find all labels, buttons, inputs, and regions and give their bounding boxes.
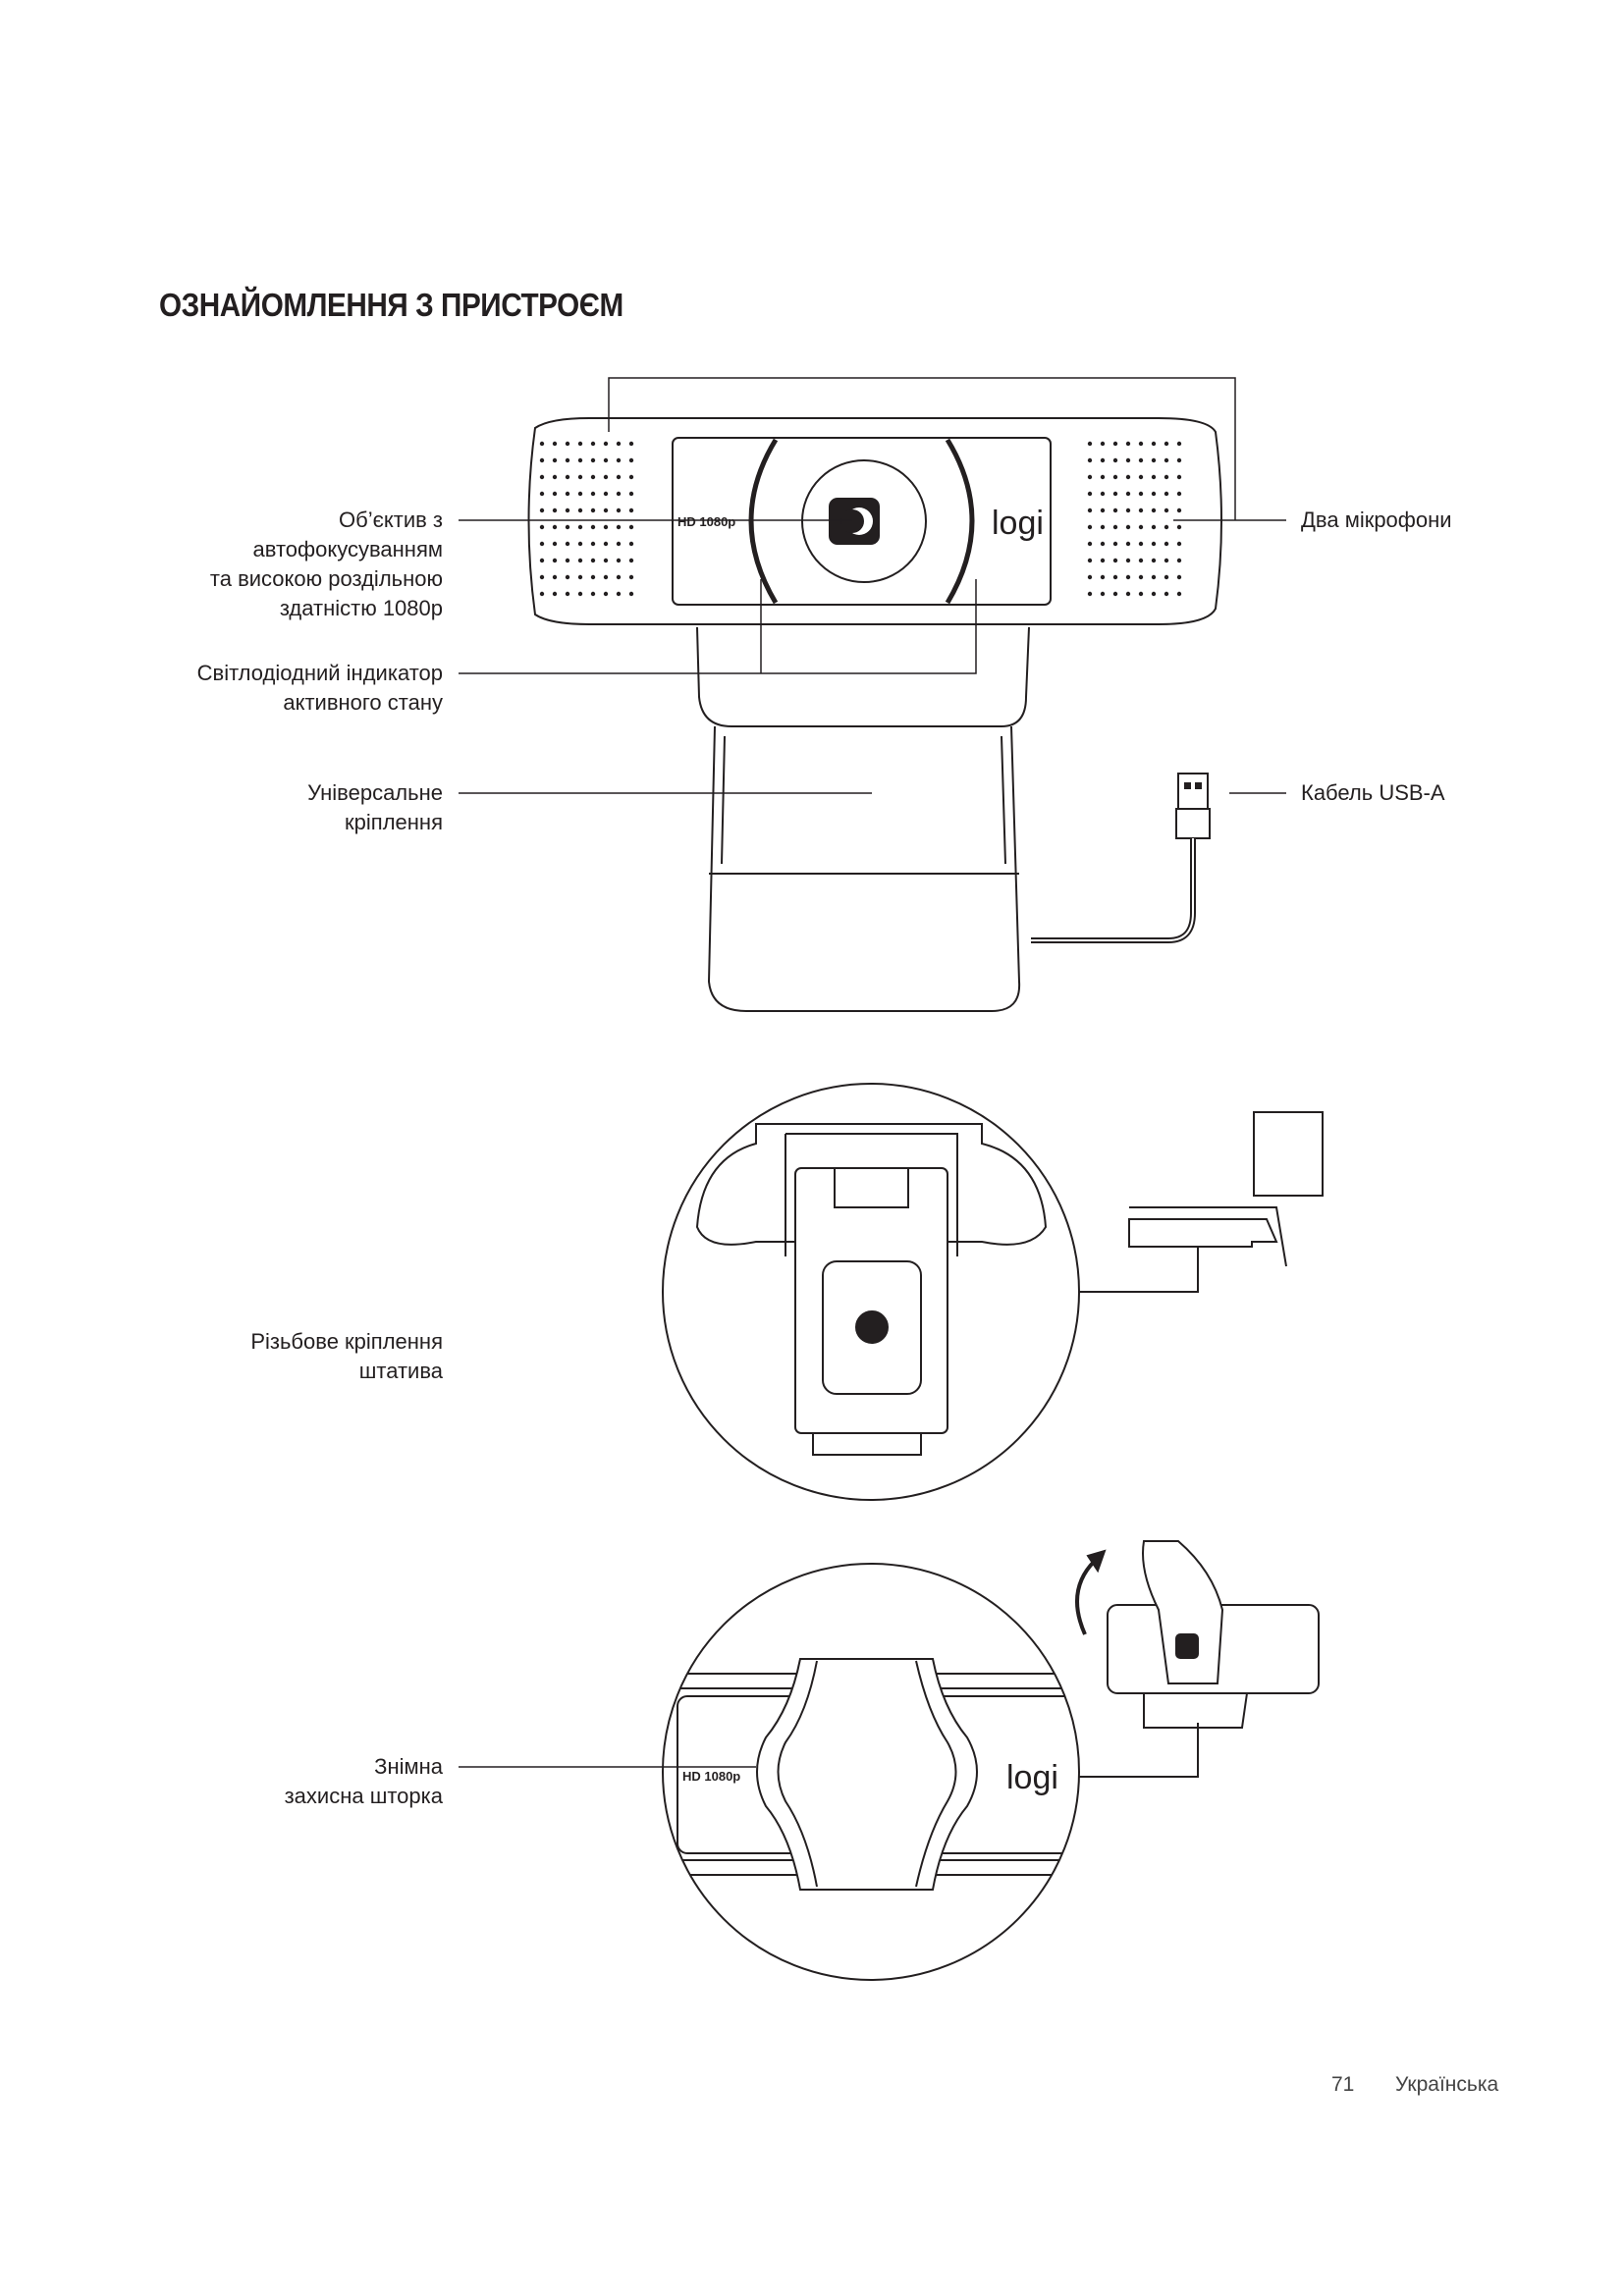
callout-led-line: Світлодіодний індикатор (196, 661, 443, 685)
callout-mount: Універсальне кріплення (307, 778, 443, 837)
callout-mics-line: Два мікрофони (1301, 507, 1452, 532)
callout-lens-line: Об’єктив з (339, 507, 443, 532)
callout-mount-line: Універсальне (307, 780, 443, 805)
callout-lens-line: автофокусуванням (252, 537, 443, 561)
callout-shutter-line: Знімна (374, 1754, 443, 1779)
callout-tripod-line: Різьбове кріплення (250, 1329, 443, 1354)
callout-mics: Два мікрофони (1301, 506, 1452, 535)
callout-led: Світлодіодний індикатор активного стану (197, 659, 443, 718)
callout-led-line: активного стану (283, 690, 443, 715)
callout-lens: Об’єктив з автофокусуванням та високою р… (210, 506, 443, 623)
callout-shutter-line: захисна шторка (284, 1784, 443, 1808)
page-number: 71 (1331, 2073, 1355, 2096)
privacy-shutter-diagram (459, 1540, 1320, 1981)
tripod-mount-diagram (662, 1083, 1324, 1501)
callout-lens-line: здатністю 1080p (279, 596, 443, 620)
callout-shutter: Знімна захисна шторка (285, 1752, 443, 1811)
callout-tripod: Різьбове кріплення штатива (250, 1327, 443, 1386)
callout-lens-line: та високою роздільною (209, 566, 443, 591)
footer-language: Українська (1395, 2073, 1499, 2096)
page-title: ОЗНАЙОМЛЕННЯ З ПРИСТРОЄМ (159, 287, 623, 323)
callout-usb: Кабель USB-A (1301, 778, 1445, 808)
callout-tripod-line: штатива (358, 1359, 443, 1383)
callout-usb-line: Кабель USB-A (1301, 780, 1445, 805)
callout-mount-line: кріплення (345, 810, 443, 834)
webcam-front-diagram (459, 377, 1286, 1012)
